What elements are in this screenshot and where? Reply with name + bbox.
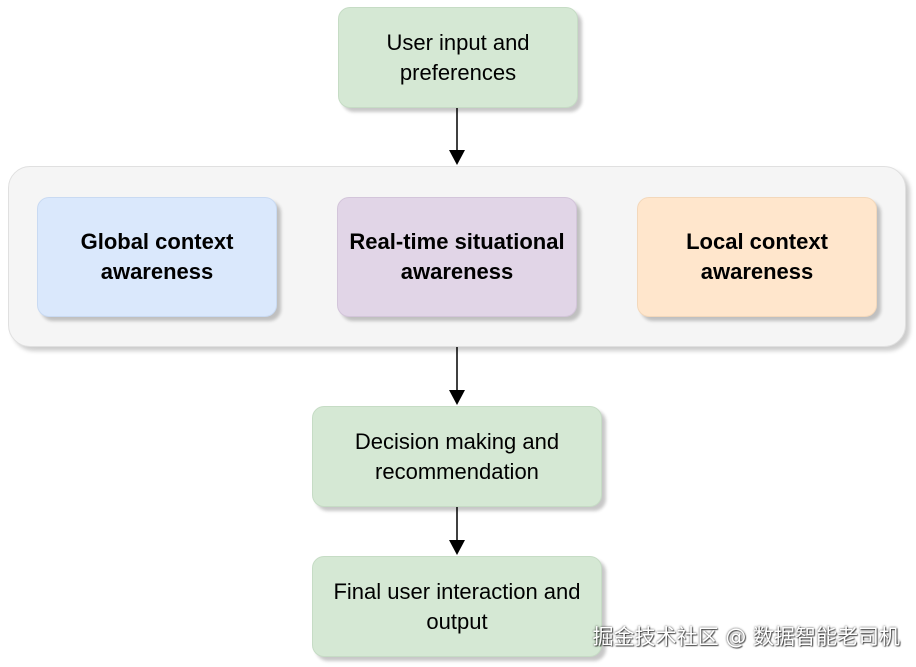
node-local-context-label: Local context awareness bbox=[686, 229, 828, 284]
node-decision-making: Decision making and recommendation bbox=[312, 406, 602, 507]
node-realtime-situational: Real-time situational awareness bbox=[337, 197, 577, 317]
node-realtime-situational-label: Real-time situational awareness bbox=[349, 229, 565, 284]
node-global-context: Global context awareness bbox=[37, 197, 277, 317]
arrow-group-to-decision-head bbox=[449, 390, 465, 405]
node-user-input-label: User input and preferences bbox=[386, 29, 530, 85]
node-decision-making-label: Decision making and recommendation bbox=[354, 428, 560, 484]
watermark: 掘金技术社区 @ 数据智能老司机 bbox=[592, 625, 900, 649]
node-local-context: Local context awareness bbox=[637, 197, 877, 317]
arrow-decision-to-final-head bbox=[449, 540, 465, 555]
node-user-input: User input and preferences bbox=[338, 7, 578, 108]
node-global-context-label: Global context awareness bbox=[80, 229, 234, 284]
node-final-output-label: Final user interaction and output bbox=[333, 578, 581, 634]
arrow-user-to-group-head bbox=[449, 150, 465, 165]
node-final-output: Final user interaction and output bbox=[312, 556, 602, 657]
